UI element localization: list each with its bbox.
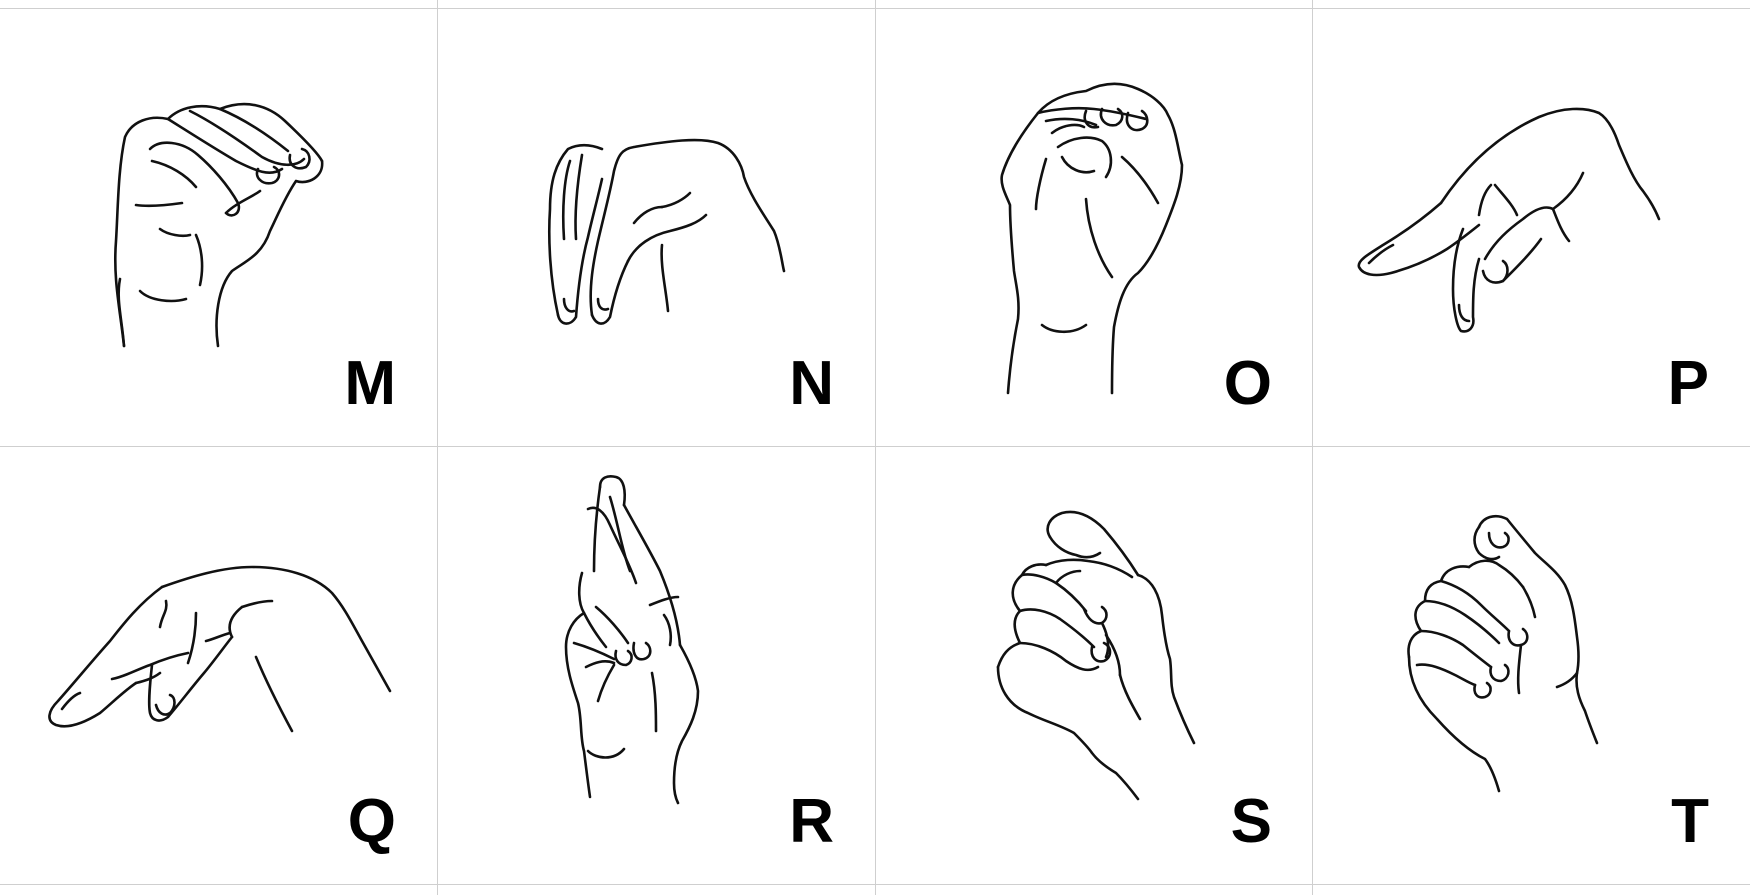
sign-cell-t: T (1313, 447, 1749, 883)
sign-cell-m: M (0, 9, 436, 445)
hand-sign-n-icon (547, 138, 786, 325)
sign-letter: T (1671, 787, 1709, 856)
hand-sign-o-icon (1000, 82, 1184, 395)
sign-letter: S (1230, 787, 1272, 856)
hand-sign-p-icon (1357, 107, 1661, 333)
sign-letter: Q (347, 787, 396, 856)
grid-line (1312, 0, 1313, 895)
sign-cell-r: R (438, 447, 874, 883)
sign-cell-q: Q (0, 447, 436, 883)
sign-cell-p: P (1313, 9, 1749, 445)
sign-cell-s: S (876, 447, 1312, 883)
sign-letter: O (1223, 349, 1272, 418)
hand-sign-s-icon (996, 510, 1196, 801)
sign-cell-n: N (438, 9, 874, 445)
sign-letter: N (789, 349, 834, 418)
grid-line (437, 0, 438, 895)
hand-sign-t-icon (1407, 514, 1599, 793)
sign-cell-o: O (876, 9, 1312, 445)
sign-letter: P (1667, 349, 1709, 418)
hand-sign-r-icon (564, 475, 700, 805)
hand-sign-q-icon (48, 565, 392, 733)
sign-letter: R (789, 787, 834, 856)
hand-sign-m-icon (113, 102, 324, 348)
grid-line (875, 0, 876, 895)
sign-letter: M (344, 349, 396, 418)
